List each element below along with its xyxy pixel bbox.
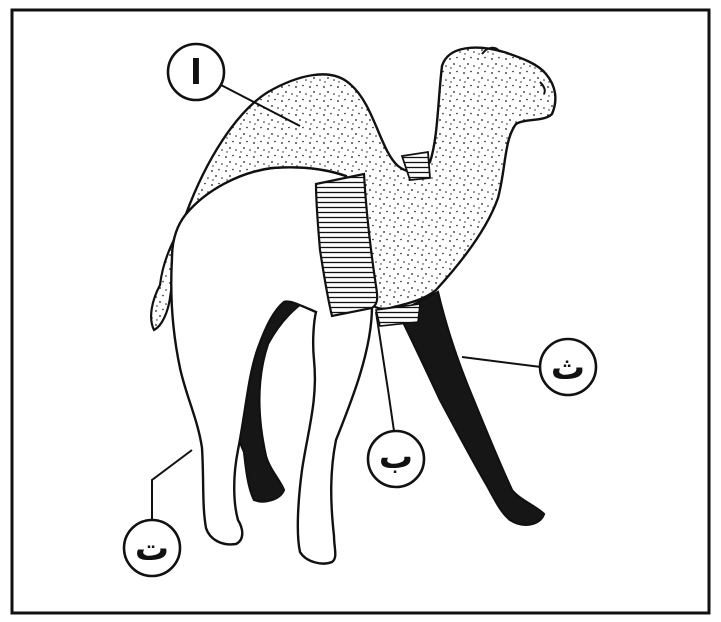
leader-line-theh	[462, 357, 541, 367]
callout-alef-label: ا	[190, 53, 202, 93]
callout-theh: ث	[540, 339, 596, 395]
leader-line-teh	[152, 450, 192, 520]
callout-alef: ا	[168, 44, 224, 100]
callout-beh-label: ب	[379, 437, 413, 477]
leader-line-beh	[376, 312, 394, 431]
callout-beh: ب	[368, 431, 424, 487]
callout-teh-label: ت	[135, 529, 169, 569]
callout-teh: ت	[124, 520, 180, 576]
front-leg-back	[398, 292, 544, 525]
callout-theh-label: ث	[551, 348, 585, 388]
